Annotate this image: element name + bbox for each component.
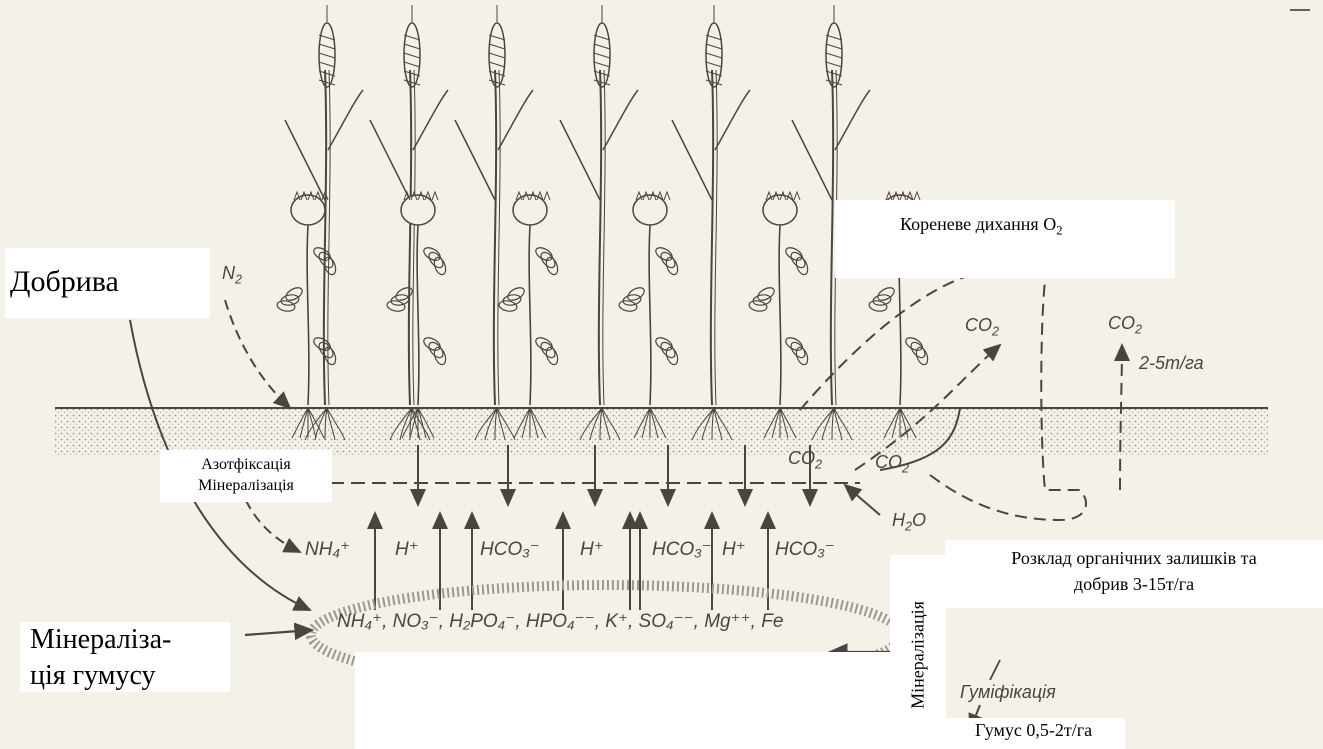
humus-mineralization-line2: ція гумусу xyxy=(30,658,171,694)
humus-mineralization-label: Мінераліза- ція гумусу xyxy=(30,622,171,694)
clover-plant xyxy=(748,192,810,438)
humus-to-pool-arrow xyxy=(245,630,312,635)
co2-rate-label: 2-5т/га xyxy=(1139,353,1204,374)
co2-loop-path xyxy=(930,280,1086,520)
humus-amount-label: Гумус 0,5-2т/га xyxy=(975,720,1092,741)
mineralization-text: Мінералізація xyxy=(160,475,332,496)
ion-label: NH₄⁺ xyxy=(305,538,350,561)
co2-label-soil-left: CO2 xyxy=(788,448,822,472)
wheat-plant xyxy=(672,5,750,440)
wheat-plant xyxy=(560,5,638,440)
ion-label: H⁺ xyxy=(722,538,746,561)
co2-label-soil-right: CO2 xyxy=(875,452,909,476)
nitrogen-fixation-text: Азотфіксація xyxy=(160,454,332,475)
clover-plant xyxy=(618,192,680,438)
ion-arrows-group xyxy=(375,445,810,610)
root-respiration-box xyxy=(835,200,1175,278)
decomposition-line1: Розклад органічних залишків та xyxy=(945,545,1323,571)
humus-mineralization-line1: Мінераліза- xyxy=(30,622,171,658)
h2o-label: H2O xyxy=(892,510,926,534)
co2-label-upper: CO2 xyxy=(965,315,999,339)
bottom-blank-box xyxy=(355,652,895,749)
root-respiration-label: Кореневе дихання О2 xyxy=(900,214,1063,239)
ion-label: HCO₃⁻ xyxy=(775,538,835,561)
soil-layer xyxy=(55,408,1268,456)
ion-label: HCO₃⁻ xyxy=(480,538,540,561)
decomposition-label: Розклад органічних залишків та добрив 3-… xyxy=(945,545,1323,597)
mineral-pool-label: NH₄⁺, NO₃⁻, H₂PO₄⁻, HPO₄⁻⁻, K⁺, SO₄⁻⁻, M… xyxy=(337,610,783,633)
nitrogen-fixation-label: Азотфіксація Мінералізація xyxy=(160,454,332,496)
clover-plant xyxy=(498,192,560,438)
humification-slash xyxy=(990,660,1000,680)
co2-label-right: CO2 xyxy=(1108,313,1142,337)
ion-label: HCO₃⁻ xyxy=(652,538,712,561)
wheat-plant xyxy=(285,5,363,440)
n2-label: N2 xyxy=(222,263,242,287)
co2-release-arrow xyxy=(800,270,990,410)
mineralization-vertical-label: Мінералізація xyxy=(908,601,929,709)
nitrogen-fixation-arrow xyxy=(225,300,290,408)
ion-label: H⁺ xyxy=(580,538,604,561)
decomposition-line2: добрив 3-15т/га xyxy=(945,571,1323,597)
water-arrow xyxy=(845,485,880,515)
fertilizers-label: Добрива xyxy=(10,265,119,299)
ion-label: H⁺ xyxy=(395,538,419,561)
humification-label: Гуміфікація xyxy=(960,682,1056,703)
clover-plant xyxy=(386,192,448,438)
